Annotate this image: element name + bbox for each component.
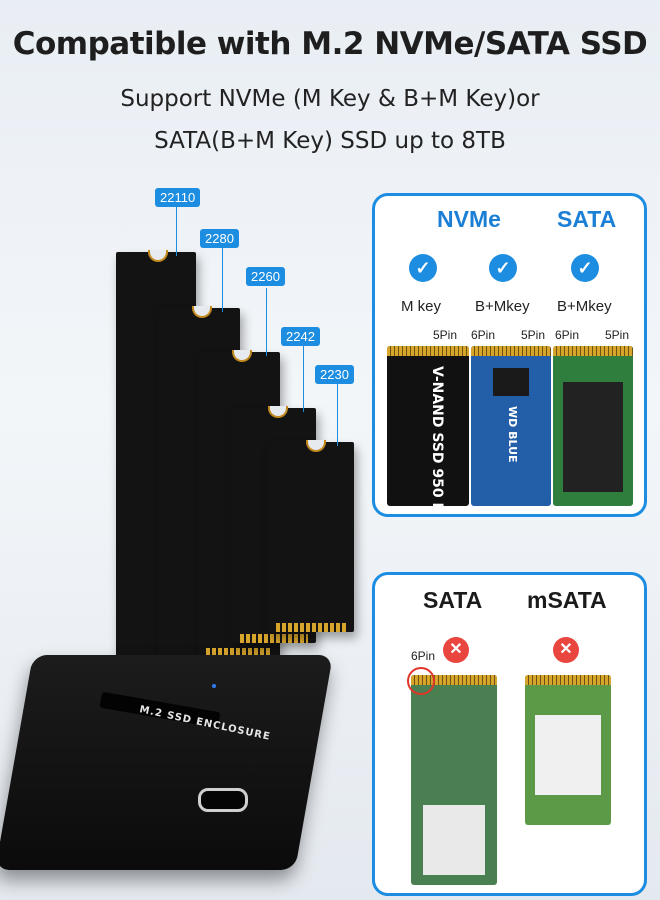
compatible-panel: NVMe SATA ✓ ✓ ✓ M key B+Mkey B+Mkey 5Pin…: [372, 193, 647, 517]
nvme-bm-key-ssd-image: WD BLUE: [471, 346, 551, 506]
length-tag-2260: 2260: [246, 267, 285, 286]
status-led: [212, 684, 216, 688]
nvme-m-key-ssd-image: V-NAND SSD 950 PRO M.2: [387, 346, 469, 506]
x-circle-icon: ✕: [553, 637, 579, 663]
sata-heading: SATA: [557, 206, 617, 232]
check-circle-icon: ✓: [571, 254, 599, 282]
subtitle-line-1: Support NVMe (M Key & B+M Key)or: [120, 86, 540, 112]
sata-ssd-image: [411, 675, 497, 885]
check-circle-icon: ✓: [489, 254, 517, 282]
key-label-bm-sata: B+Mkey: [557, 298, 612, 315]
check-circle-icon: ✓: [409, 254, 437, 282]
ssd-card-2230: [268, 440, 354, 632]
product-illustration: 22110 2280 2260 2242 2230 M.2 SSD ENCLOS…: [0, 180, 370, 900]
length-tag-2242: 2242: [281, 327, 320, 346]
usb-c-port: [198, 788, 248, 812]
msata-ssd-image: [525, 675, 611, 825]
enclosure-body: [0, 655, 333, 870]
key-label-m: M key: [401, 298, 442, 315]
length-tag-2230: 2230: [315, 365, 354, 384]
incompatible-panel: SATA mSATA 6Pin ✕ ✕: [372, 572, 647, 896]
pin-label: 6Pin: [471, 328, 496, 342]
pin-label: 6Pin: [411, 649, 436, 663]
sata-bm-key-ssd-image: [553, 346, 633, 506]
pin-highlight-circle: [407, 667, 435, 695]
pin-label: 6Pin: [555, 328, 580, 342]
page-title: Compatible with M.2 NVMe/SATA SSD: [12, 26, 648, 62]
pin-label: 5Pin: [521, 328, 546, 342]
pin-label: 5Pin: [605, 328, 630, 342]
msata-heading: mSATA: [527, 587, 607, 613]
subtitle-line-2: SATA(B+M Key) SSD up to 8TB: [154, 128, 506, 154]
pin-label: 5Pin: [433, 328, 458, 342]
length-tag-22110: 22110: [155, 188, 201, 207]
length-tag-2280: 2280: [200, 229, 239, 248]
x-circle-icon: ✕: [443, 637, 469, 663]
key-label-bm-nvme: B+Mkey: [475, 298, 530, 315]
nvme-heading: NVMe: [437, 206, 501, 232]
sata-heading: SATA: [423, 587, 483, 613]
